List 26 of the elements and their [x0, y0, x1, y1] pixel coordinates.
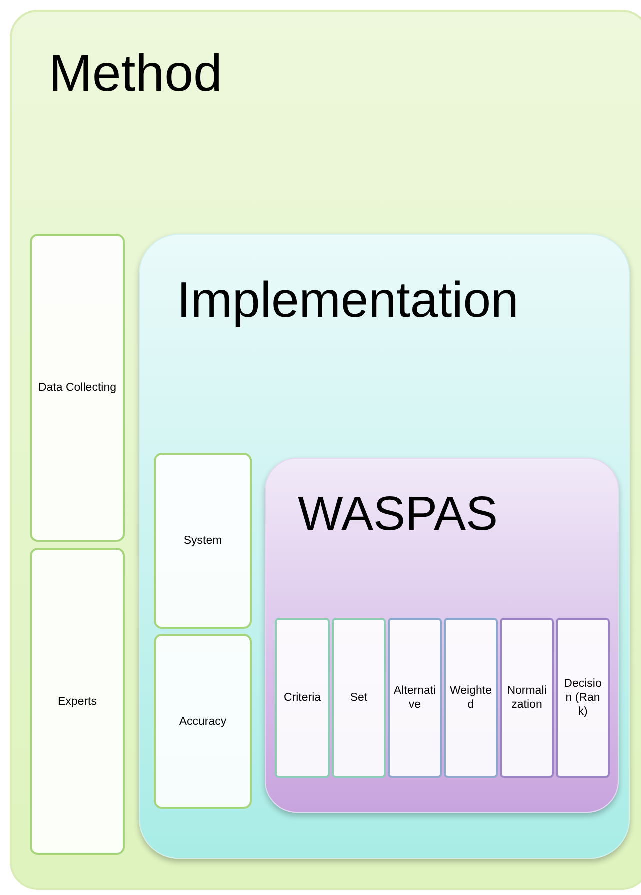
label-card	[30, 548, 125, 855]
group-panel	[265, 458, 619, 813]
box-label: Weighted	[449, 684, 493, 712]
box-label: Accuracy	[179, 714, 227, 728]
box-label: Decision (Rank)	[563, 677, 603, 719]
box-label: Set	[350, 691, 368, 705]
box-label: Data Collecting	[38, 381, 116, 395]
label-card	[332, 618, 386, 778]
label-card	[154, 634, 252, 809]
label-card	[500, 618, 554, 778]
box-label: Criteria	[284, 691, 322, 705]
group-title: WASPAS	[298, 491, 498, 539]
group-panel	[10, 10, 641, 890]
label-card	[388, 618, 442, 778]
group-title: Implementation	[177, 275, 519, 325]
box-label: Experts	[58, 694, 97, 708]
group-panel	[139, 234, 630, 859]
box-label: Alternative	[393, 684, 437, 712]
label-card	[30, 234, 125, 542]
group-title: Method	[49, 48, 222, 100]
label-card	[556, 618, 610, 778]
box-label: System	[184, 534, 222, 548]
label-card	[444, 618, 498, 778]
label-card	[275, 618, 330, 778]
box-label: Normalization	[506, 684, 548, 712]
label-card	[154, 453, 252, 629]
